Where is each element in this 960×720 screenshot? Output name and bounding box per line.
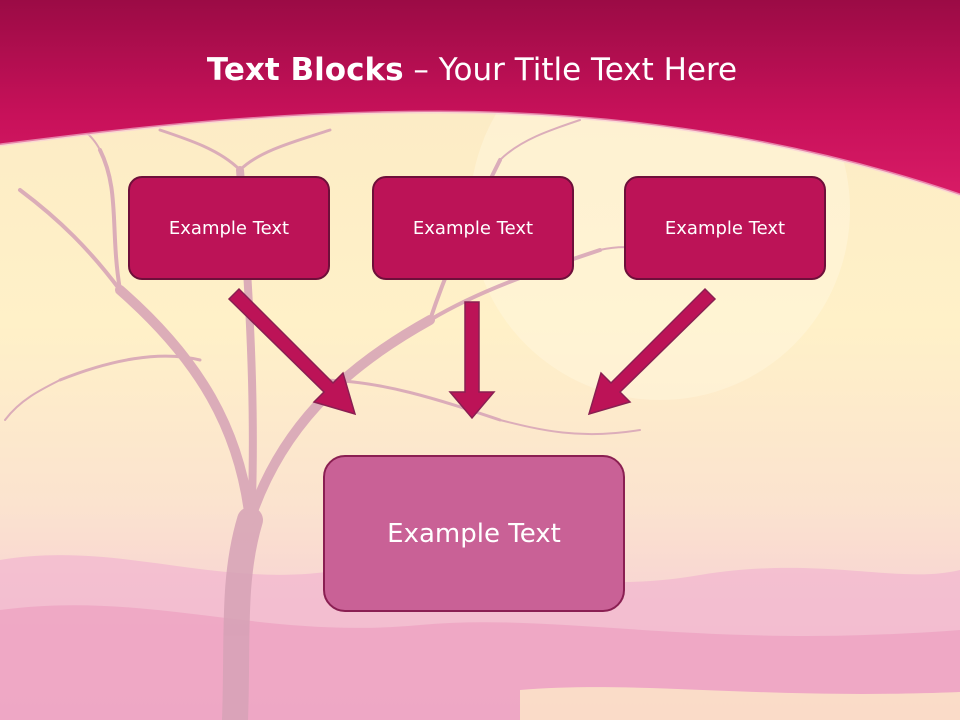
title-dash: – [403,52,439,88]
title-bold: Text Blocks [206,52,404,88]
text-block-top-left: Example Text [128,176,330,280]
text-block-top-right: Example Text [624,176,826,280]
text-block-label: Example Text [664,217,786,239]
arrow-left [227,287,357,416]
text-block-bottom: Example Text [323,455,625,612]
arrow-center [448,301,496,420]
slide-title: Text Blocks – Your Title Text Here [0,52,944,88]
title-rest: Your Title Text Here [438,52,738,88]
text-block-label: Example Text [387,518,561,549]
text-block-top-center: Example Text [372,176,574,280]
text-block-label: Example Text [412,217,534,239]
arrow-right [587,287,717,416]
text-block-label: Example Text [168,217,290,239]
